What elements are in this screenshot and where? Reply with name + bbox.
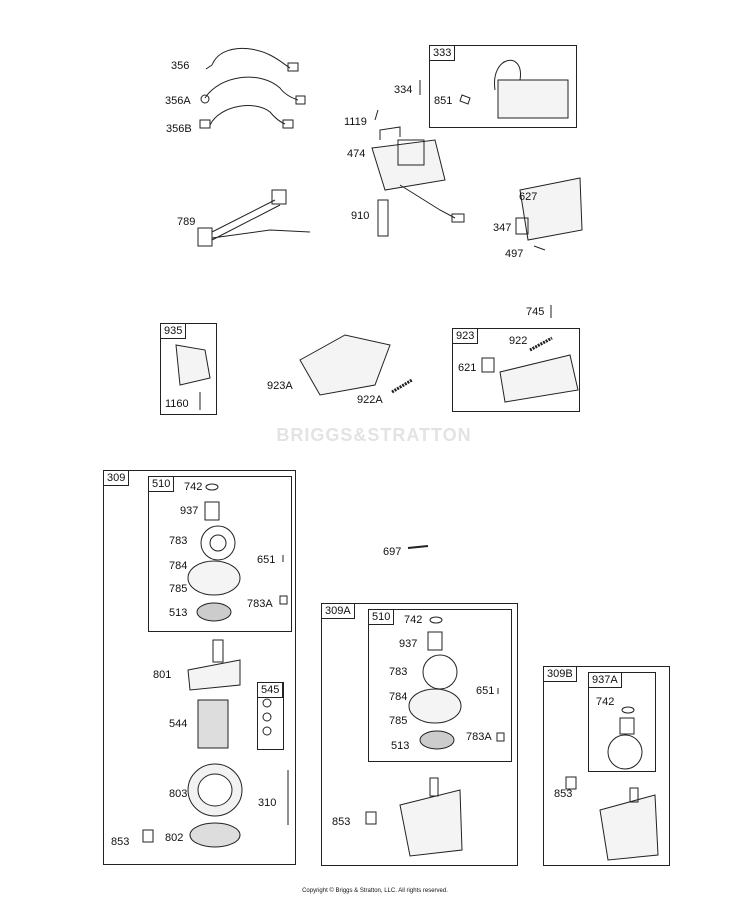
- part-334[interactable]: 334: [394, 84, 413, 96]
- copyright-notice: Copyright © Briggs & Stratton, LLC. All …: [302, 888, 448, 894]
- part-803[interactable]: 803: [169, 788, 188, 800]
- starter-309b-parts-illustration: [565, 706, 659, 861]
- spacer-910-illustration: [377, 199, 389, 237]
- group-label-935: 935: [161, 324, 187, 339]
- bracket-627-illustration: [519, 177, 583, 241]
- part-910[interactable]: 910: [351, 210, 370, 222]
- wire-harness-356-illustration: [205, 47, 299, 72]
- bracket-935-illustration: [175, 344, 211, 386]
- part-310[interactable]: 310: [258, 797, 277, 809]
- group-label-309b: 309B: [544, 667, 577, 682]
- part-783[interactable]: 783: [169, 535, 188, 547]
- group-label-545: 545: [258, 683, 284, 698]
- part-309a-513[interactable]: 513: [391, 740, 410, 752]
- part-697[interactable]: 697: [383, 546, 402, 558]
- group-label-937a: 937A: [589, 673, 622, 688]
- part-627[interactable]: 627: [519, 191, 538, 203]
- assembly-923-illustration: [499, 354, 579, 403]
- group-frame-937a: 937A: [588, 672, 656, 772]
- part-784[interactable]: 784: [169, 560, 188, 572]
- screw-497-illustration: [533, 245, 546, 251]
- wire-harness-356a-illustration: [200, 76, 306, 105]
- group-label-309a: 309A: [322, 604, 355, 619]
- part-474[interactable]: 474: [347, 148, 366, 160]
- starter-309-parts-illustration: [142, 483, 289, 848]
- part-356[interactable]: 356: [171, 60, 190, 72]
- part-922[interactable]: 922: [509, 335, 528, 347]
- group-frame-510: 510: [148, 476, 292, 632]
- part-309b-742[interactable]: 742: [596, 696, 615, 708]
- part-356a[interactable]: 356A: [165, 95, 191, 107]
- part-745[interactable]: 745: [526, 306, 545, 318]
- brand-watermark: BRIGGS&STRATTON: [276, 425, 472, 445]
- group-frame-935: 935: [160, 323, 217, 415]
- part-309a-784[interactable]: 784: [389, 691, 408, 703]
- wire-harness-789-illustration: [197, 189, 311, 247]
- part-1119[interactable]: 1119: [344, 116, 367, 128]
- group-label-510: 510: [149, 477, 175, 492]
- part-789[interactable]: 789: [177, 216, 196, 228]
- group-frame-309a: 309A: [321, 603, 518, 866]
- part-922a[interactable]: 922A: [357, 394, 383, 406]
- part-309a-783[interactable]: 783: [389, 666, 408, 678]
- part-309a-651[interactable]: 651: [476, 685, 495, 697]
- group-frame-309: 309: [103, 470, 296, 865]
- group-frame-545: 545: [257, 682, 284, 750]
- part-785[interactable]: 785: [169, 583, 188, 595]
- group-frame-510a: 510: [368, 609, 512, 762]
- plate-923a-illustration: [299, 334, 391, 396]
- part-497[interactable]: 497: [505, 248, 524, 260]
- part-309a-742[interactable]: 742: [404, 614, 423, 626]
- part-923a[interactable]: 923A: [267, 380, 293, 392]
- spring-922-illustration: [529, 336, 553, 352]
- screw-697-illustration: [407, 545, 429, 549]
- part-309a-785[interactable]: 785: [389, 715, 408, 727]
- module-333-illustration: [419, 59, 569, 119]
- part-802[interactable]: 802: [165, 832, 184, 844]
- group-label-309: 309: [104, 471, 130, 486]
- part-347[interactable]: 347: [493, 222, 512, 234]
- part-309a-783a[interactable]: 783A: [466, 731, 492, 743]
- part-621[interactable]: 621: [458, 362, 477, 374]
- group-label-333: 333: [430, 46, 456, 61]
- spring-922a-illustration: [391, 378, 413, 394]
- part-853[interactable]: 853: [111, 836, 130, 848]
- part-851[interactable]: 851: [434, 95, 453, 107]
- wire-harness-356b-illustration: [199, 105, 294, 129]
- part-742[interactable]: 742: [184, 481, 203, 493]
- group-frame-923: 923: [452, 328, 580, 412]
- part-937[interactable]: 937: [180, 505, 199, 517]
- part-1160[interactable]: 1160: [165, 398, 189, 410]
- part-309a-937[interactable]: 937: [399, 638, 418, 650]
- part-356b[interactable]: 356B: [166, 123, 192, 135]
- group-frame-309b: 309B: [543, 666, 670, 866]
- part-309b-853[interactable]: 853: [554, 788, 573, 800]
- group-label-510a: 510: [369, 610, 395, 625]
- part-544[interactable]: 544: [169, 718, 188, 730]
- part-651[interactable]: 651: [257, 554, 276, 566]
- group-label-923: 923: [453, 329, 479, 344]
- switch-347-illustration: [515, 217, 529, 235]
- starter-309a-parts-illustration: [365, 616, 505, 857]
- link-621-illustration: [481, 357, 495, 373]
- part-513[interactable]: 513: [169, 607, 188, 619]
- part-783a[interactable]: 783A: [247, 598, 273, 610]
- group-frame-333: 333: [429, 45, 577, 128]
- part-801[interactable]: 801: [153, 669, 172, 681]
- armature-474-illustration: [371, 109, 465, 223]
- part-309a-853[interactable]: 853: [332, 816, 351, 828]
